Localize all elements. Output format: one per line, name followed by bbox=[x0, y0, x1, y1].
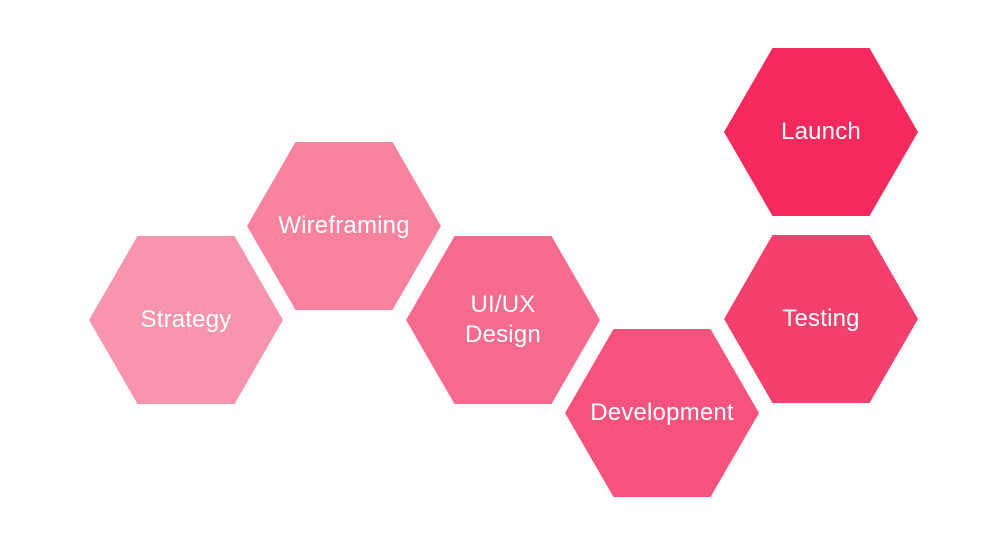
hexagon-launch: Launch bbox=[724, 48, 918, 216]
hexagon-strategy: Strategy bbox=[89, 236, 283, 404]
hexagon-label: Strategy bbox=[140, 306, 232, 333]
hexagon-ui-ux-design: UI/UX Design bbox=[406, 236, 600, 404]
hexagon-label: Wireframing bbox=[278, 212, 410, 239]
hexagon-wireframing: Wireframing bbox=[247, 142, 441, 310]
hexagon-testing: Testing bbox=[724, 235, 918, 403]
hexagon-label: Development bbox=[590, 399, 734, 426]
hexagon-label: Testing bbox=[782, 305, 860, 332]
hexagon-label: Launch bbox=[781, 118, 861, 145]
hexagon-label: UI/UX Design bbox=[465, 291, 541, 348]
hexagon-development: Development bbox=[565, 329, 759, 497]
